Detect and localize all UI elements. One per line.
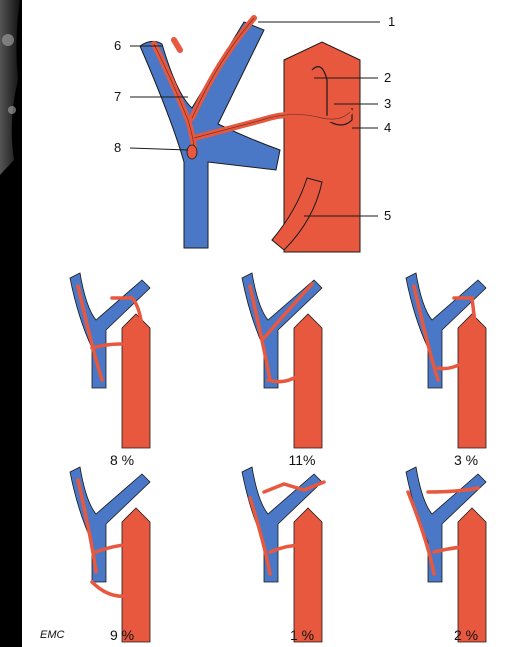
label-6: 6 (114, 38, 121, 53)
label-7: 7 (114, 89, 121, 104)
variant-4 (70, 467, 150, 642)
variant-5-percent: 1 % (290, 627, 314, 643)
variant-5 (242, 467, 324, 642)
variant-6 (406, 467, 486, 642)
variant-4-percent: 9 % (110, 627, 134, 643)
label-1: 1 (388, 14, 395, 29)
variant-1-percent: 8 % (110, 452, 134, 468)
label-4: 4 (384, 120, 391, 135)
label-2: 2 (384, 70, 391, 85)
artist-signature: EMC (40, 629, 65, 641)
variant-6-percent: 2 % (454, 627, 478, 643)
variant-3 (406, 273, 486, 448)
variant-1 (70, 273, 150, 448)
main-illustration: 1 2 3 4 5 6 7 8 (114, 14, 395, 252)
label-8: 8 (114, 140, 121, 155)
anatomy-figure-panel: 1 2 3 4 5 6 7 8 8 % 11% 3 % 9 % 1 % 2 % (22, 0, 512, 647)
vascular-diagram: 1 2 3 4 5 6 7 8 8 % 11% 3 % 9 % 1 % 2 % (22, 0, 512, 647)
label-5: 5 (384, 208, 391, 223)
variant-2-percent: 11% (289, 452, 316, 468)
label-3: 3 (384, 96, 391, 111)
variant-3-percent: 3 % (454, 452, 478, 468)
variant-2 (242, 273, 322, 448)
ct-scan-strip (0, 0, 22, 647)
